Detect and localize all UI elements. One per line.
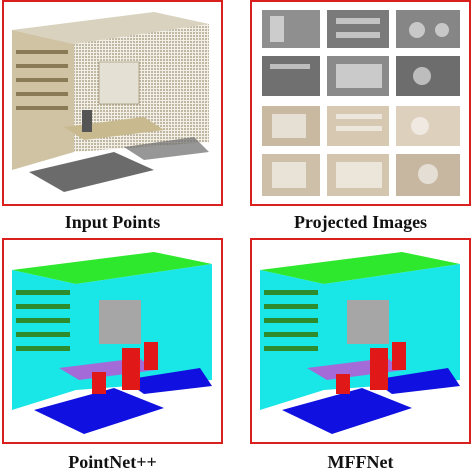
pointnet-segmentation-image [12, 252, 212, 434]
projected-images-grid [262, 10, 460, 196]
mffnet-caption: MFFNet [327, 452, 394, 472]
input-point-cloud-image [12, 12, 209, 192]
mffnet-panel [250, 238, 471, 444]
projected-images-panel [250, 0, 471, 206]
projected-images-caption: Projected Images [293, 212, 428, 232]
projected-row-1 [262, 10, 460, 48]
input-points-caption: Input Points [64, 212, 161, 232]
pointnet-panel [2, 238, 223, 444]
input-points-panel [2, 0, 223, 206]
pointnet-caption: PointNet++ [68, 452, 157, 472]
mffnet-segmentation-image [260, 252, 460, 434]
